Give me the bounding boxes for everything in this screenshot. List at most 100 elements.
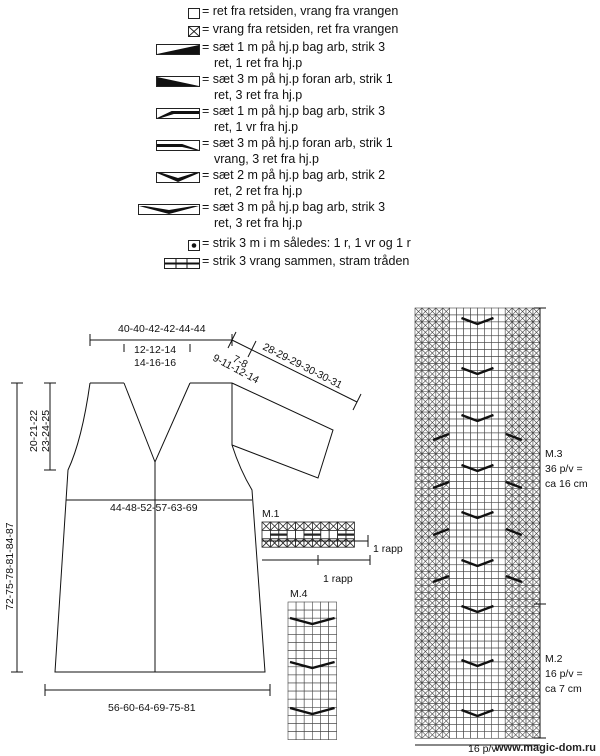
chart-cell [449,731,457,739]
chart-cell [484,446,492,455]
chart-cell [491,481,499,489]
chart-cell [484,536,492,545]
cross-mark [435,647,443,656]
cross-mark [414,682,423,690]
cross-mark [505,370,513,378]
chart-cell [470,432,478,441]
chart-cell [484,418,492,427]
cross-mark [442,654,450,663]
cable-3-3-back-icon [138,204,200,215]
m1-repeat-bottom: 1 rapp [323,573,353,585]
cross-mark [421,675,430,683]
cross-mark [428,571,437,579]
chart-cell [463,342,471,350]
chart-cell [477,578,485,586]
chart-cell [491,335,499,344]
cross-mark [414,398,423,406]
chart-cell [484,647,492,656]
chart-cell [484,599,492,607]
cross-mark [414,613,423,621]
cross-mark [525,335,534,343]
chart-cell [477,689,485,697]
m2-label: M.2 [545,653,563,665]
chart-cell [491,446,499,455]
cross-mark [428,682,437,690]
chart-cell [491,502,499,510]
cross-mark [525,682,534,690]
chart-cell [449,432,457,441]
cross-mark [511,661,520,670]
cross-mark [518,703,527,711]
chart-cell [484,578,492,586]
cross-mark [505,543,513,552]
cross-mark [505,495,513,503]
chart-cell [470,647,478,656]
cross-mark [442,585,450,593]
cross-mark [505,668,513,677]
legend-text: = sæt 3 m på hj.p bag arb, strik 3 [202,200,386,214]
chart-cell [449,321,457,330]
cross-mark [428,633,437,642]
cross-mark [505,502,513,510]
cross-mark [421,467,430,475]
cable-mark [461,708,494,718]
cross-mark [532,724,541,732]
dot-square-icon [188,240,200,251]
cross-mark [532,321,541,330]
cross-mark [511,314,520,323]
chart-cell [463,439,471,448]
chart-cell [497,363,506,371]
chart-cell [497,633,506,642]
chart-cell [295,723,305,732]
chart-cell [497,307,506,316]
chart-cell [320,601,329,611]
chart-cell [463,418,471,427]
chart-cell [477,717,485,725]
cross-mark [303,538,313,548]
chart-cell [456,682,464,691]
chart-cell [456,647,464,656]
cross-mark [518,398,527,406]
chart-cell [484,529,492,538]
cross-mark [442,515,450,524]
cross-mark [525,564,534,572]
cross-mark [414,536,423,545]
cross-mark [505,384,513,392]
chart-cell [456,529,464,538]
chart-cell [484,335,492,344]
chart-cell [449,613,457,621]
cross-mark [511,689,520,697]
cross-mark [414,509,423,517]
chart-cell [463,668,471,677]
cross-mark [511,696,520,704]
legend-text-continued: ret, 1 vr fra hj.p [214,120,299,134]
chart-cell [456,724,464,732]
chart-cell [491,488,499,496]
cross-mark [511,467,520,475]
cross-mark [505,432,513,441]
cross-mark [518,696,527,704]
cross-mark [532,481,541,489]
chart-cell [497,328,506,337]
cross-mark [414,328,423,336]
cross-mark [511,710,520,718]
chart-cell [449,307,457,316]
cross-mark [428,710,437,718]
cross-mark [428,724,437,732]
cross-mark [505,606,513,614]
cross-mark [421,633,430,642]
cross-mark [435,696,443,704]
cross-mark [442,418,450,427]
chart-cell [470,460,478,468]
cross-mark [428,640,437,649]
cross-mark [511,509,520,517]
cross-mark [505,509,513,517]
cable-1-3-back-icon [156,44,200,55]
cross-mark [505,696,513,704]
chart-cell [497,731,506,739]
cross-mark [511,717,520,725]
chart-cell [484,397,492,406]
chart-cell [470,502,478,510]
cross-mark [435,585,443,593]
cross-mark [435,467,443,475]
